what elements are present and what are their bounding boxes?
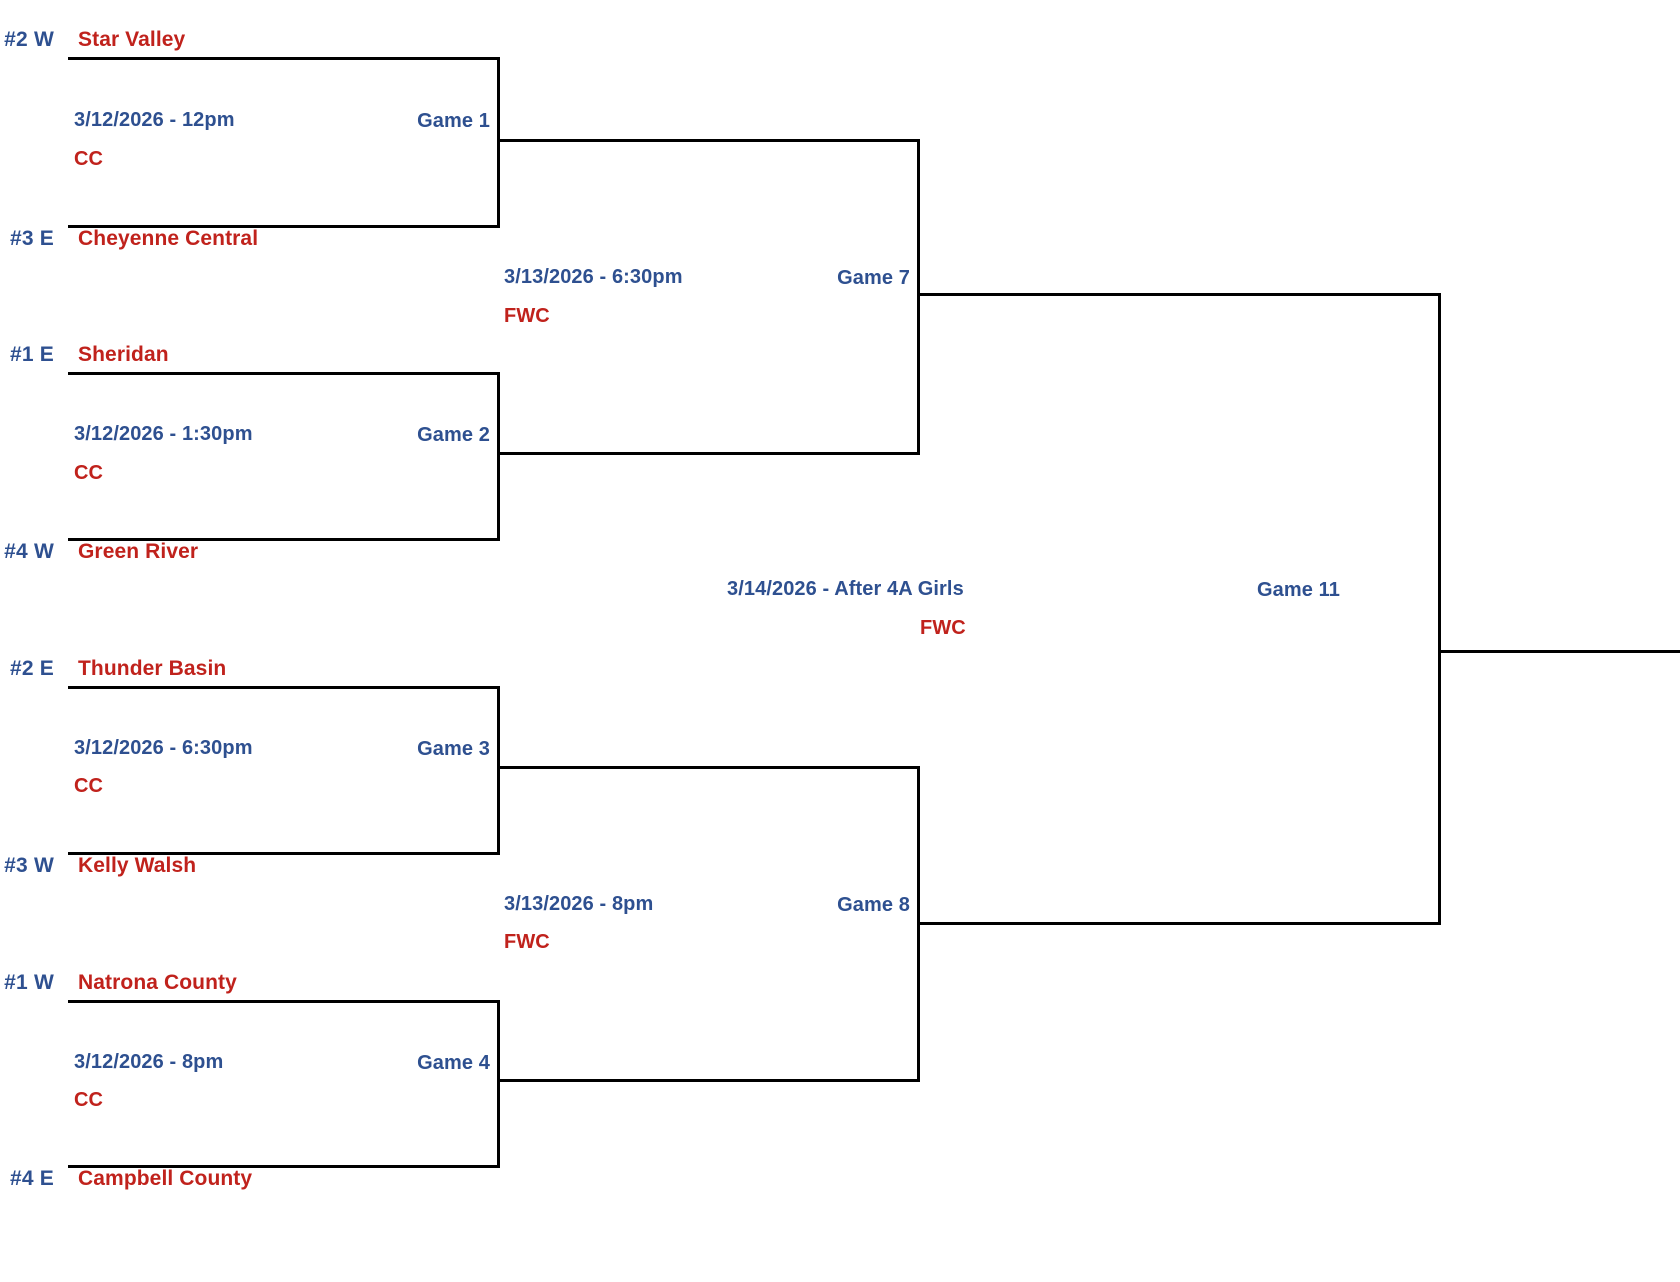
- game-venue-game-8: FWC: [504, 931, 550, 953]
- seed-label-sheridan: #1 E: [10, 343, 54, 366]
- seed-label-thunder-basin: #2 E: [10, 657, 54, 680]
- team-name-green-river[interactable]: Green River: [78, 540, 199, 563]
- team-name-sheridan[interactable]: Sheridan: [78, 343, 169, 366]
- advance-line-game-1-to-game-7: [497, 139, 920, 142]
- game-venue-game-3: CC: [74, 775, 104, 797]
- team-slot-line-star-valley: [68, 57, 498, 60]
- bracket-connector-game-4: [497, 1000, 500, 1168]
- game-label-game-3[interactable]: Game 3: [417, 738, 490, 760]
- game-label-game-4[interactable]: Game 4: [417, 1052, 490, 1074]
- seed-label-natrona-county: #1 W: [4, 971, 54, 994]
- game-datetime-game-2: 3/12/2026 - 1:30pm: [74, 423, 253, 445]
- team-name-thunder-basin[interactable]: Thunder Basin: [78, 657, 227, 680]
- game-venue-game-11: FWC: [920, 617, 966, 639]
- team-slot-line-sheridan: [68, 372, 498, 375]
- game-venue-game-2: CC: [74, 462, 104, 484]
- game-label-game-11[interactable]: Game 11: [1257, 579, 1340, 601]
- team-slot-line-natrona-county: [68, 1000, 498, 1003]
- game-label-game-1[interactable]: Game 1: [417, 110, 490, 132]
- game-label-game-7[interactable]: Game 7: [837, 267, 910, 289]
- game-venue-game-1: CC: [74, 148, 104, 170]
- game-datetime-game-1: 3/12/2026 - 12pm: [74, 109, 235, 131]
- seed-label-green-river: #4 W: [4, 540, 54, 563]
- game-label-game-8[interactable]: Game 8: [837, 894, 910, 916]
- game-datetime-game-4: 3/12/2026 - 8pm: [74, 1051, 224, 1073]
- team-slot-line-kelly-walsh: [68, 852, 498, 855]
- team-name-natrona-county[interactable]: Natrona County: [78, 971, 237, 994]
- seed-label-star-valley: #2 W: [4, 28, 54, 51]
- team-name-star-valley[interactable]: Star Valley: [78, 28, 186, 51]
- team-slot-line-thunder-basin: [68, 686, 498, 689]
- team-slot-line-campbell-county: [68, 1165, 498, 1168]
- team-name-cheyenne-central[interactable]: Cheyenne Central: [78, 227, 259, 250]
- advance-line-game-7-to-game-11: [917, 293, 1441, 296]
- bracket-connector-game-1: [497, 57, 500, 228]
- bracket-connector-game-3: [497, 686, 500, 855]
- advance-line-game-8-to-game-11: [917, 922, 1441, 925]
- seed-label-kelly-walsh: #3 W: [4, 854, 54, 877]
- team-slot-line-green-river: [68, 538, 498, 541]
- game-venue-game-4: CC: [74, 1089, 104, 1111]
- bracket-connector-game-2: [497, 372, 500, 541]
- game-datetime-game-7: 3/13/2026 - 6:30pm: [504, 266, 683, 288]
- game-datetime-game-11: 3/14/2026 - After 4A Girls: [727, 578, 964, 600]
- game-label-game-2[interactable]: Game 2: [417, 424, 490, 446]
- seed-label-campbell-county: #4 E: [10, 1167, 54, 1190]
- team-slot-line-cheyenne-central: [68, 225, 498, 228]
- game-datetime-game-3: 3/12/2026 - 6:30pm: [74, 737, 253, 759]
- seed-label-cheyenne-central: #3 E: [10, 227, 54, 250]
- advance-line-game-2-to-game-7: [497, 452, 920, 455]
- game-datetime-game-8: 3/13/2026 - 8pm: [504, 893, 654, 915]
- team-name-kelly-walsh[interactable]: Kelly Walsh: [78, 854, 197, 877]
- advance-line-game-11-to-championship: [1438, 650, 1680, 653]
- bracket-connector-game-7: [917, 139, 920, 454]
- team-name-campbell-county[interactable]: Campbell County: [78, 1167, 253, 1190]
- game-venue-game-7: FWC: [504, 305, 550, 327]
- advance-line-game-3-to-game-8: [497, 766, 920, 769]
- bracket-connector-game-11: [1438, 293, 1441, 924]
- advance-line-game-4-to-game-8: [497, 1079, 920, 1082]
